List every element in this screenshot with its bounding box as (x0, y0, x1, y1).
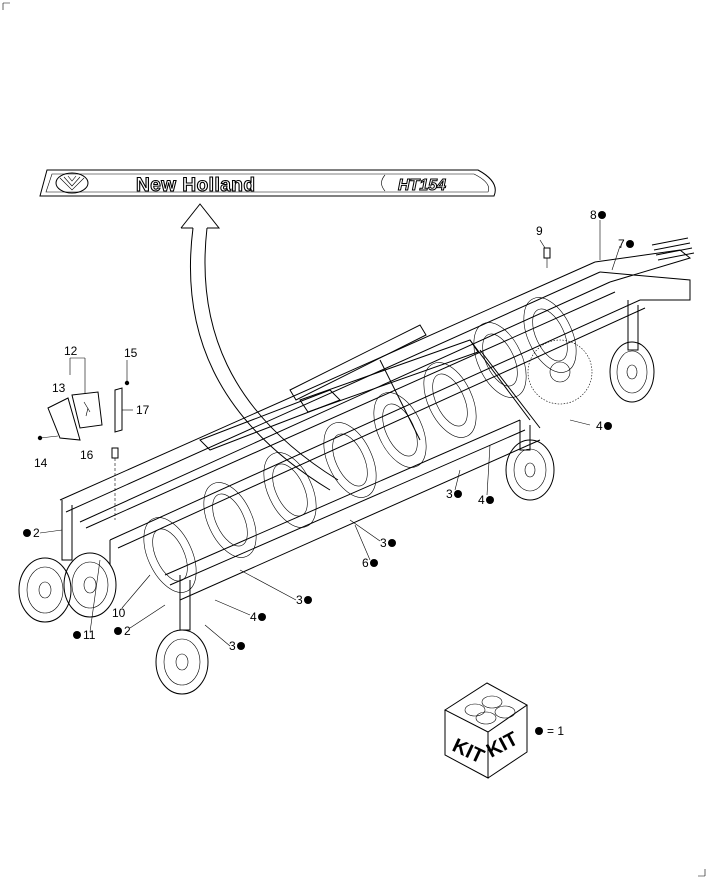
warning-decal-detail (37, 357, 133, 520)
ground-wheel-rear-left-2 (63, 552, 117, 618)
callout-4a: 4 (596, 419, 612, 433)
callout-number: 3 (380, 536, 387, 550)
callout-number: 16 (80, 448, 94, 462)
callout-13: 13 (52, 381, 66, 395)
kit-marker-dot (23, 529, 31, 537)
callout-4b: 4 (478, 493, 494, 507)
callout-number: 8 (590, 208, 597, 222)
kit-legend-text: = 1 (547, 724, 564, 738)
kit-label-right: KIT (483, 728, 522, 763)
callout-7: 7 (618, 237, 634, 251)
callout-number: 9 (536, 224, 543, 238)
callout-12: 12 (64, 344, 78, 358)
callout-number: 12 (64, 344, 78, 358)
callout-number: 15 (124, 346, 138, 360)
callout-number: 17 (136, 403, 150, 417)
callout-11: 11 (73, 628, 96, 642)
callout-10: 10 (112, 606, 126, 620)
callout-number: 3 (296, 593, 303, 607)
callout-14: 14 (34, 456, 48, 470)
callout-4c: 4 (250, 610, 266, 624)
ground-wheel-mid-left (155, 629, 209, 695)
leader-lines (39, 220, 621, 647)
kit-marker-dot (388, 539, 396, 547)
part-9-bolt (543, 247, 551, 268)
kit-marker-dot (454, 490, 462, 498)
decal-brand-text: New Holland (136, 175, 256, 196)
callout-3b: 3 (380, 536, 396, 550)
kit-marker-dot (598, 211, 606, 219)
callout-3a: 3 (446, 487, 462, 501)
kit-marker-dot (535, 727, 543, 735)
callout-number: 4 (596, 419, 603, 433)
kit-marker-dot (114, 627, 122, 635)
callout-number: 2 (33, 526, 40, 540)
callout-number: 4 (478, 493, 485, 507)
kit-label-left: KIT (449, 735, 487, 769)
callout-number: 11 (83, 628, 96, 642)
callout-8: 8 (590, 208, 606, 222)
callout-number: 3 (446, 487, 453, 501)
callout-3d: 3 (229, 639, 245, 653)
callout-2a: 2 (23, 526, 40, 540)
callout-6: 6 (362, 556, 378, 570)
callout-number: 2 (124, 624, 131, 638)
rake-machine (18, 237, 695, 695)
callout-number: 4 (250, 610, 257, 624)
ground-wheel-mid-right (505, 439, 555, 501)
decal-strip: New Holland HT154 (39, 169, 496, 197)
callout-17: 17 (136, 403, 150, 417)
callout-number: 3 (229, 639, 236, 653)
decal-model-text: HT154 (398, 177, 446, 194)
kit-box: KIT KIT = 1 (443, 682, 564, 779)
new-holland-logo-icon (55, 172, 89, 194)
kit-marker-dot (258, 613, 266, 621)
kit-marker-dot (604, 422, 612, 430)
callout-15: 15 (124, 346, 138, 360)
callout-number: 7 (618, 237, 625, 251)
callout-9: 9 (536, 224, 543, 238)
callout-3c: 3 (296, 593, 312, 607)
callout-2b: 2 (114, 624, 131, 638)
rake-wheel-group (143, 297, 593, 593)
callout-number: 10 (112, 606, 126, 620)
decal-location-arrow (180, 203, 339, 491)
callout-number: 14 (34, 456, 48, 470)
kit-marker-dot (304, 596, 312, 604)
crop-mark-top-left (2, 2, 10, 10)
ground-wheel-rear-left-1 (18, 557, 72, 623)
kit-marker-dot (73, 631, 81, 639)
kit-marker-dot (486, 496, 494, 504)
kit-marker-dot (626, 240, 634, 248)
kit-marker-dot (370, 559, 378, 567)
ground-wheel-front (609, 341, 655, 403)
kit-marker-dot (237, 642, 245, 650)
callout-number: 6 (362, 556, 369, 570)
callout-16: 16 (80, 448, 94, 462)
crop-mark-bottom-right (698, 869, 706, 877)
callout-number: 13 (52, 381, 66, 395)
